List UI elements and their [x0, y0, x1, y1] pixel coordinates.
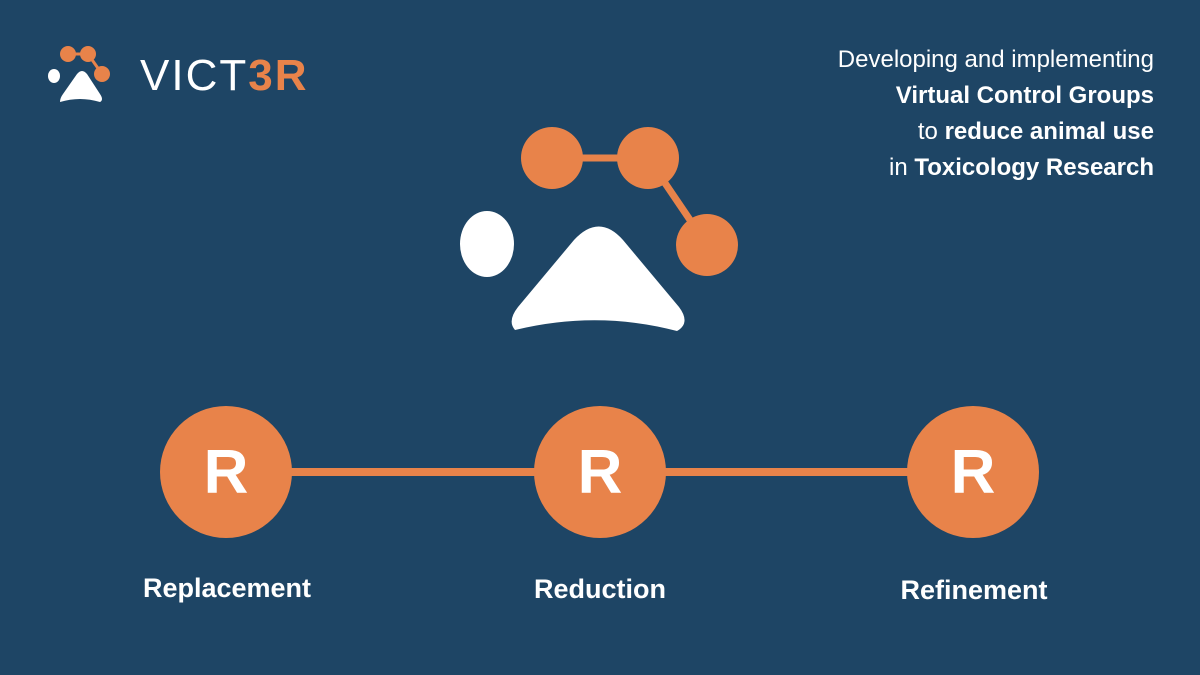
reduction-label: Reduction — [534, 574, 666, 604]
tagline-line-3: to reduce animal use — [917, 118, 1154, 145]
replacement-circle: R — [160, 406, 292, 538]
tagline: Developing and implementing Virtual Cont… — [838, 42, 1154, 186]
tagline-line-4: in Toxicology Research — [889, 154, 1154, 181]
paw-network-icon — [460, 127, 738, 331]
brand-logo: VICT3R — [46, 44, 308, 108]
paw-network-icon — [48, 46, 110, 102]
replacement-label: Replacement — [142, 573, 312, 603]
reduction-circle: R — [534, 406, 666, 538]
tagline-line-2: Virtual Control Groups — [895, 82, 1154, 109]
refinement-label: Refinement — [900, 575, 1048, 605]
refinement-circle: R — [907, 406, 1039, 538]
brand-name: VICT3R — [140, 51, 309, 100]
tagline-line-1: Developing and implementing — [837, 46, 1154, 73]
